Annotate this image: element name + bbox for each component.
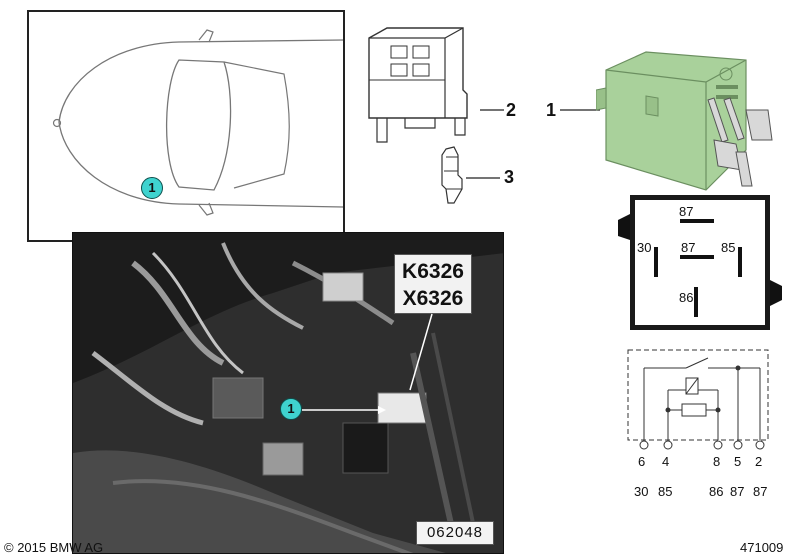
- relay-socket-drawing: [368, 27, 468, 143]
- terminal-bottom-label: 86: [679, 290, 694, 305]
- location-badge: 1: [141, 177, 163, 199]
- relay-circuit-schematic: [627, 349, 769, 450]
- relay-pinout-diagram: 87 30 87 85 86: [630, 195, 770, 330]
- diagram-id: 471009: [740, 540, 784, 555]
- copyright-notice: © 2015 BMW AG: [4, 540, 104, 555]
- pin-number-1: 6: [638, 454, 646, 469]
- pinout-marks: [654, 219, 742, 317]
- car-outline-top-view: [52, 29, 343, 216]
- terminal-number-5: 87: [753, 484, 768, 499]
- terminal-contact-drawing: [441, 146, 463, 204]
- part-number-relay: 1: [546, 100, 557, 120]
- terminal-number-2: 85: [658, 484, 673, 499]
- terminal-number-1: 30: [634, 484, 649, 499]
- terminal-right-label: 85: [721, 240, 736, 255]
- relay-drawing: [596, 51, 773, 191]
- terminal-center-label: 87: [681, 240, 696, 255]
- vehicle-locator-panel: 1: [27, 10, 345, 242]
- terminal-top-label: 87: [679, 204, 694, 219]
- connector-designation: X6326: [402, 287, 464, 310]
- photo-location-badge: 1: [280, 398, 302, 420]
- relay-designation: K6326: [402, 260, 464, 283]
- terminal-number-3: 86: [709, 484, 724, 499]
- terminal-number-4: 87: [730, 484, 745, 499]
- part-number-socket: 2: [506, 100, 517, 120]
- relay-box-clips: [618, 214, 782, 306]
- photo-code: 062048: [416, 521, 494, 545]
- pin-number-2: 4: [662, 454, 670, 469]
- pin-number-4: 5: [734, 454, 742, 469]
- component-callout: K6326 X6326: [394, 254, 472, 314]
- pin-number-3: 8: [713, 454, 721, 469]
- pin-number-5: 2: [755, 454, 763, 469]
- part-number-contact: 3: [504, 167, 515, 187]
- terminal-left-label: 30: [637, 240, 652, 255]
